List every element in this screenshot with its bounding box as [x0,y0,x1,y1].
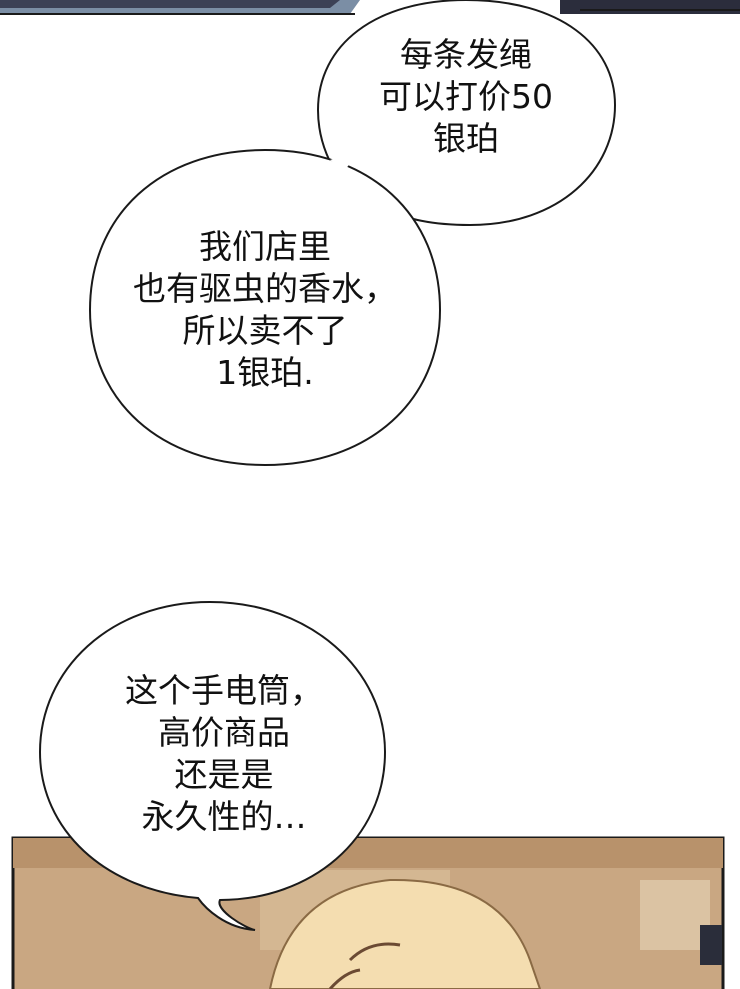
bubble-2-text: 我们店里 也有驱虫的香水， 所以卖不了 1银珀. [133,227,397,392]
hair-shape [268,878,542,989]
bubble-3-text: 这个手电筒， 高价商品 还是是 永久性的… [125,671,323,836]
speech-bubble-3 [38,600,387,931]
bubble-1-text: 每条发绳 可以打价50 银珀 [379,35,553,158]
top-panel-fragment [0,0,740,16]
speech-bubble-2 [88,148,442,467]
